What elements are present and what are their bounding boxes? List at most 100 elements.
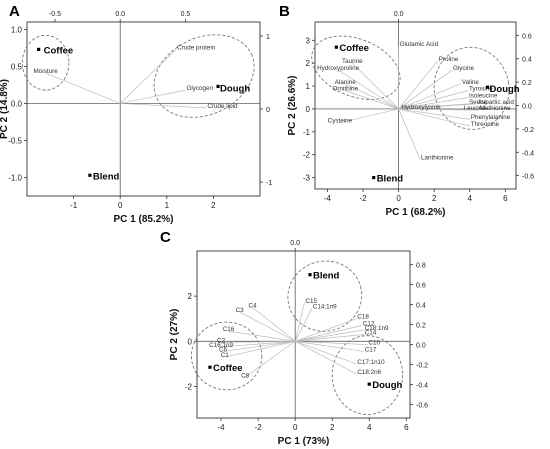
chart-b-loading-label: Serine bbox=[469, 99, 488, 106]
chart-a-right-tick-label: 0 bbox=[266, 107, 270, 114]
chart-c-right-tick-label: 0.6 bbox=[416, 282, 426, 289]
chart-b-yaxis-title: PC 2 (26.6%) bbox=[287, 75, 298, 135]
chart-b-ytick-label: 3 bbox=[306, 36, 311, 45]
chart-a-ytick-label: -0.5 bbox=[8, 136, 22, 145]
chart-a-sample-point bbox=[216, 84, 220, 89]
chart-c-top-tick-label: 0.0 bbox=[290, 240, 300, 247]
chart-c-right-tick-label: 0.0 bbox=[416, 343, 426, 350]
chart-b-loading-label: Aspartic acid bbox=[478, 99, 515, 106]
chart-c-loading-vector bbox=[295, 318, 357, 342]
chart-c-loading-label: C8 bbox=[241, 372, 250, 379]
chart-c-right-tick-label: 0.8 bbox=[416, 262, 426, 269]
chart-b-sample-point bbox=[485, 85, 490, 89]
chart-a-loading-vector bbox=[120, 103, 207, 109]
chart-c-group-ellipse bbox=[287, 260, 363, 332]
chart-c-loading-vector bbox=[295, 340, 357, 365]
chart-c-yaxis-title: PC 2 (27%) bbox=[169, 309, 180, 361]
chart-b-xaxis-title: PC 1 (68.2%) bbox=[385, 207, 445, 218]
chart-b-right-tick-label: 0.4 bbox=[522, 57, 532, 64]
chart-a-loading-label: Glycogen bbox=[186, 85, 213, 92]
chart-b-right-tick-label: -0.4 bbox=[522, 150, 534, 157]
chart-c-loading-label: C17:1n10 bbox=[357, 359, 385, 366]
chart-c-loading-label: C15 bbox=[305, 298, 317, 305]
chart-a-yaxis-title: PC 2 (14.8%) bbox=[0, 79, 10, 139]
chart-b-loading-label: Phenylalanine bbox=[471, 114, 511, 121]
chart-c-plot-frame bbox=[196, 250, 411, 419]
panel-label-c: C bbox=[160, 229, 171, 246]
chart-c-loading-vector bbox=[221, 340, 296, 348]
chart-b-loading-label: Proline bbox=[439, 56, 459, 63]
chart-c-loading-vector bbox=[252, 307, 296, 342]
chart-b-loading-label: Tyrosine bbox=[469, 86, 493, 93]
chart-c-group-ellipse bbox=[190, 321, 263, 391]
chart-c-right-tick-label: -0.4 bbox=[416, 383, 428, 390]
chart-c-xtick-label: 2 bbox=[330, 423, 335, 432]
chart-a-loading-vector bbox=[120, 89, 186, 104]
chart-c-loading-label: C3 bbox=[236, 307, 245, 314]
chart-c-loading-vector bbox=[294, 302, 305, 342]
chart-c-group-ellipse bbox=[331, 335, 404, 416]
chart-a-xaxis-title: PC 1 (85.2%) bbox=[113, 214, 173, 225]
chart-a-xtick-label: 1 bbox=[165, 201, 170, 210]
chart-a-right-tick-label: -1 bbox=[266, 180, 272, 187]
chart-c-sample-point bbox=[367, 382, 371, 386]
chart-c-sample-point bbox=[308, 273, 312, 277]
chart-b-loading-label: Alanine bbox=[335, 79, 357, 86]
chart-b-loading-vector bbox=[345, 90, 399, 110]
chart-c-loading-vector bbox=[222, 340, 296, 352]
chart-b-right-tick-label: 0.0 bbox=[522, 104, 532, 111]
chart-c-loading-label: C6 bbox=[219, 346, 228, 353]
chart-c-loading-vector bbox=[295, 340, 368, 346]
chart-b-loading-vector bbox=[398, 69, 453, 110]
chart-b-loading-label: Hydroxyproline bbox=[317, 65, 359, 72]
chart-b-loading-vector bbox=[345, 83, 399, 110]
chart-c-loading-label: C18:1n9 bbox=[365, 325, 389, 332]
chart-a-sample-label: Blend bbox=[93, 171, 120, 182]
chart-a-ytick-label: 0.0 bbox=[11, 99, 23, 108]
chart-b-right-tick-label: -0.2 bbox=[522, 127, 534, 134]
chart-c-xtick-label: 0 bbox=[293, 423, 298, 432]
chart-a-loading-label: Crude lipid bbox=[207, 103, 238, 110]
chart-b-loading-vector bbox=[337, 69, 399, 110]
chart-b-loading-vector bbox=[398, 108, 470, 127]
chart-b-loading-label: Glutamic Acid bbox=[400, 41, 439, 48]
chart-b-ytick-label: 1 bbox=[306, 82, 311, 91]
chart-c-ytick-label: 0 bbox=[188, 337, 193, 346]
chart-c-sample-point bbox=[208, 365, 212, 369]
panel-label-a: A bbox=[9, 3, 20, 20]
chart-a-loading-label: Moisture bbox=[34, 68, 59, 75]
chart-c-loading-label: C12 bbox=[363, 320, 375, 327]
chart-c-loading-label: C14:1n9 bbox=[313, 304, 337, 311]
chart-a-group-ellipse bbox=[153, 34, 255, 118]
chart-c-loading-vector bbox=[295, 325, 362, 342]
chart-b-loading-label: Taurine bbox=[342, 58, 363, 65]
chart-a-sample-point bbox=[88, 173, 92, 177]
chart-a-sample-label: Coffee bbox=[44, 45, 74, 56]
chart-b-loading-label: Lanthionine bbox=[421, 154, 454, 161]
chart-c-loading-label: C14 bbox=[365, 330, 377, 337]
chart-c-loading-label: C18 bbox=[357, 314, 369, 321]
chart-b-loading-label: Isoleucine bbox=[469, 92, 498, 99]
chart-b-right-tick-label: 0.6 bbox=[522, 33, 532, 40]
chart-c-right-tick-label: -0.6 bbox=[416, 403, 428, 410]
chart-b-ytick-label: -3 bbox=[303, 174, 311, 183]
chart-c-loading-vector bbox=[295, 340, 357, 375]
chart-c-loading-label: C1 bbox=[221, 352, 230, 359]
chart-b-loading-vector bbox=[398, 90, 469, 110]
chart-c-xtick-label: 6 bbox=[404, 423, 409, 432]
chart-c-loading-label: C10 bbox=[368, 340, 380, 347]
chart-c-xtick-label: 4 bbox=[367, 423, 372, 432]
chart-a-xtick-label: -1 bbox=[70, 201, 78, 210]
chart-c-loading-vector bbox=[239, 311, 296, 342]
chart-b-loading-label: Hydroxylysine bbox=[401, 104, 441, 111]
chart-a-loading-label: Crude protein bbox=[177, 44, 216, 51]
chart-b-loading-vector bbox=[398, 97, 469, 110]
panel-label-b: B bbox=[279, 3, 290, 20]
chart-b-sample-label: Dough bbox=[490, 84, 520, 95]
chart-c-ytick-label: 2 bbox=[188, 292, 193, 301]
chart-b-xtick-label: 0 bbox=[396, 194, 401, 203]
chart-b-loading-vector bbox=[398, 60, 439, 110]
